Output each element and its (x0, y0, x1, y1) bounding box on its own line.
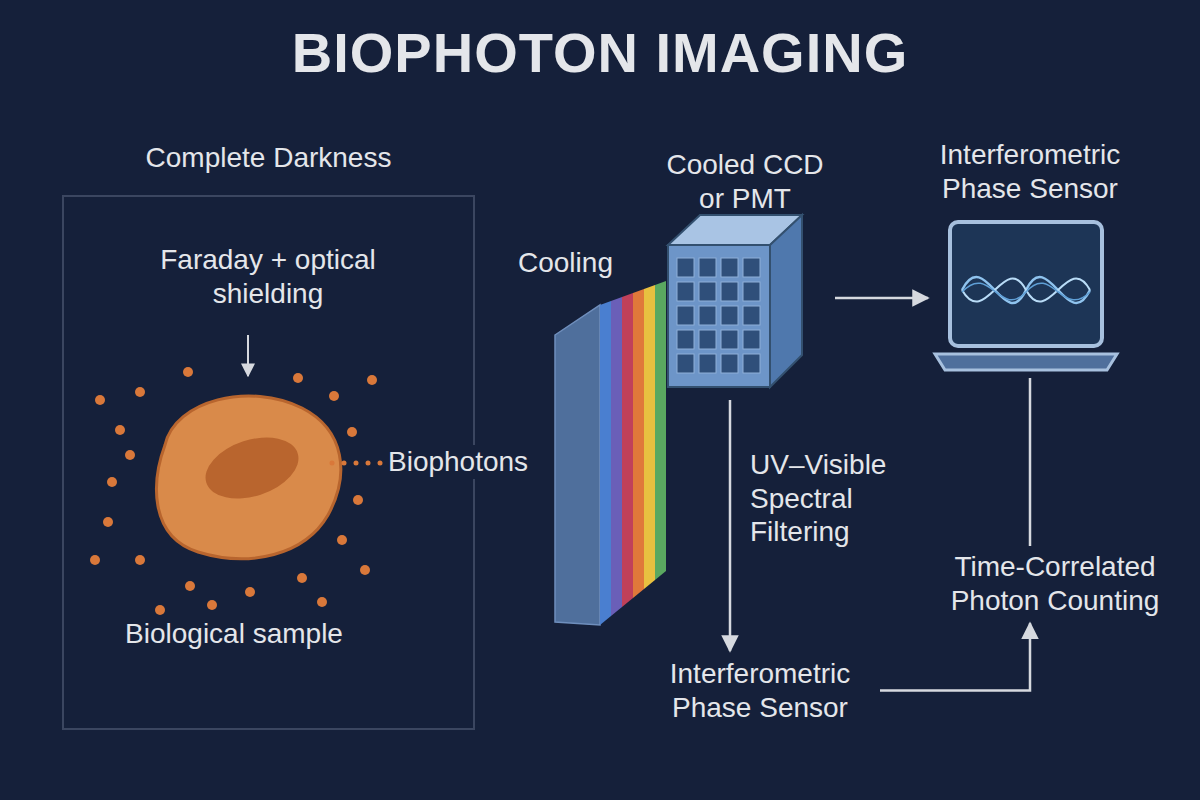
leader-arrow (247, 335, 249, 376)
biophotons-label: Biophotons (384, 445, 532, 479)
cooling-label: Cooling (518, 246, 613, 280)
connector (880, 623, 1030, 690)
laptop-sensor (935, 222, 1117, 370)
title: BIOPHOTON IMAGING (0, 22, 1200, 84)
connector (835, 297, 928, 300)
photon-dots (90, 367, 383, 615)
sensor-node: Interferometric Phase Sensor (930, 138, 1130, 378)
ccd-cube (668, 215, 802, 387)
sensor-text-node: Interferometric Phase Sensor (640, 655, 880, 726)
connector (1029, 378, 1032, 546)
node-text: Biological sample (124, 617, 344, 651)
connector (729, 400, 732, 651)
node-text: Interferometric Phase Sensor (640, 657, 880, 724)
node-text: Cooled CCD or PMT (655, 148, 835, 215)
node-text: Interferometric Phase Sensor (930, 138, 1130, 205)
edge-label: UV–Visible Spectral Filtering (750, 448, 920, 549)
cell-illustration (157, 396, 341, 559)
node-text: Faraday + optical shielding (128, 243, 408, 310)
spectral-filter (555, 281, 666, 625)
detector-node: Cooled CCD or PMT (655, 148, 835, 400)
counting-node: Time-Correlated Photon Counting (935, 548, 1175, 619)
node-text: Time-Correlated Photon Counting (935, 550, 1175, 617)
node-text: Complete Darkness (64, 141, 473, 175)
